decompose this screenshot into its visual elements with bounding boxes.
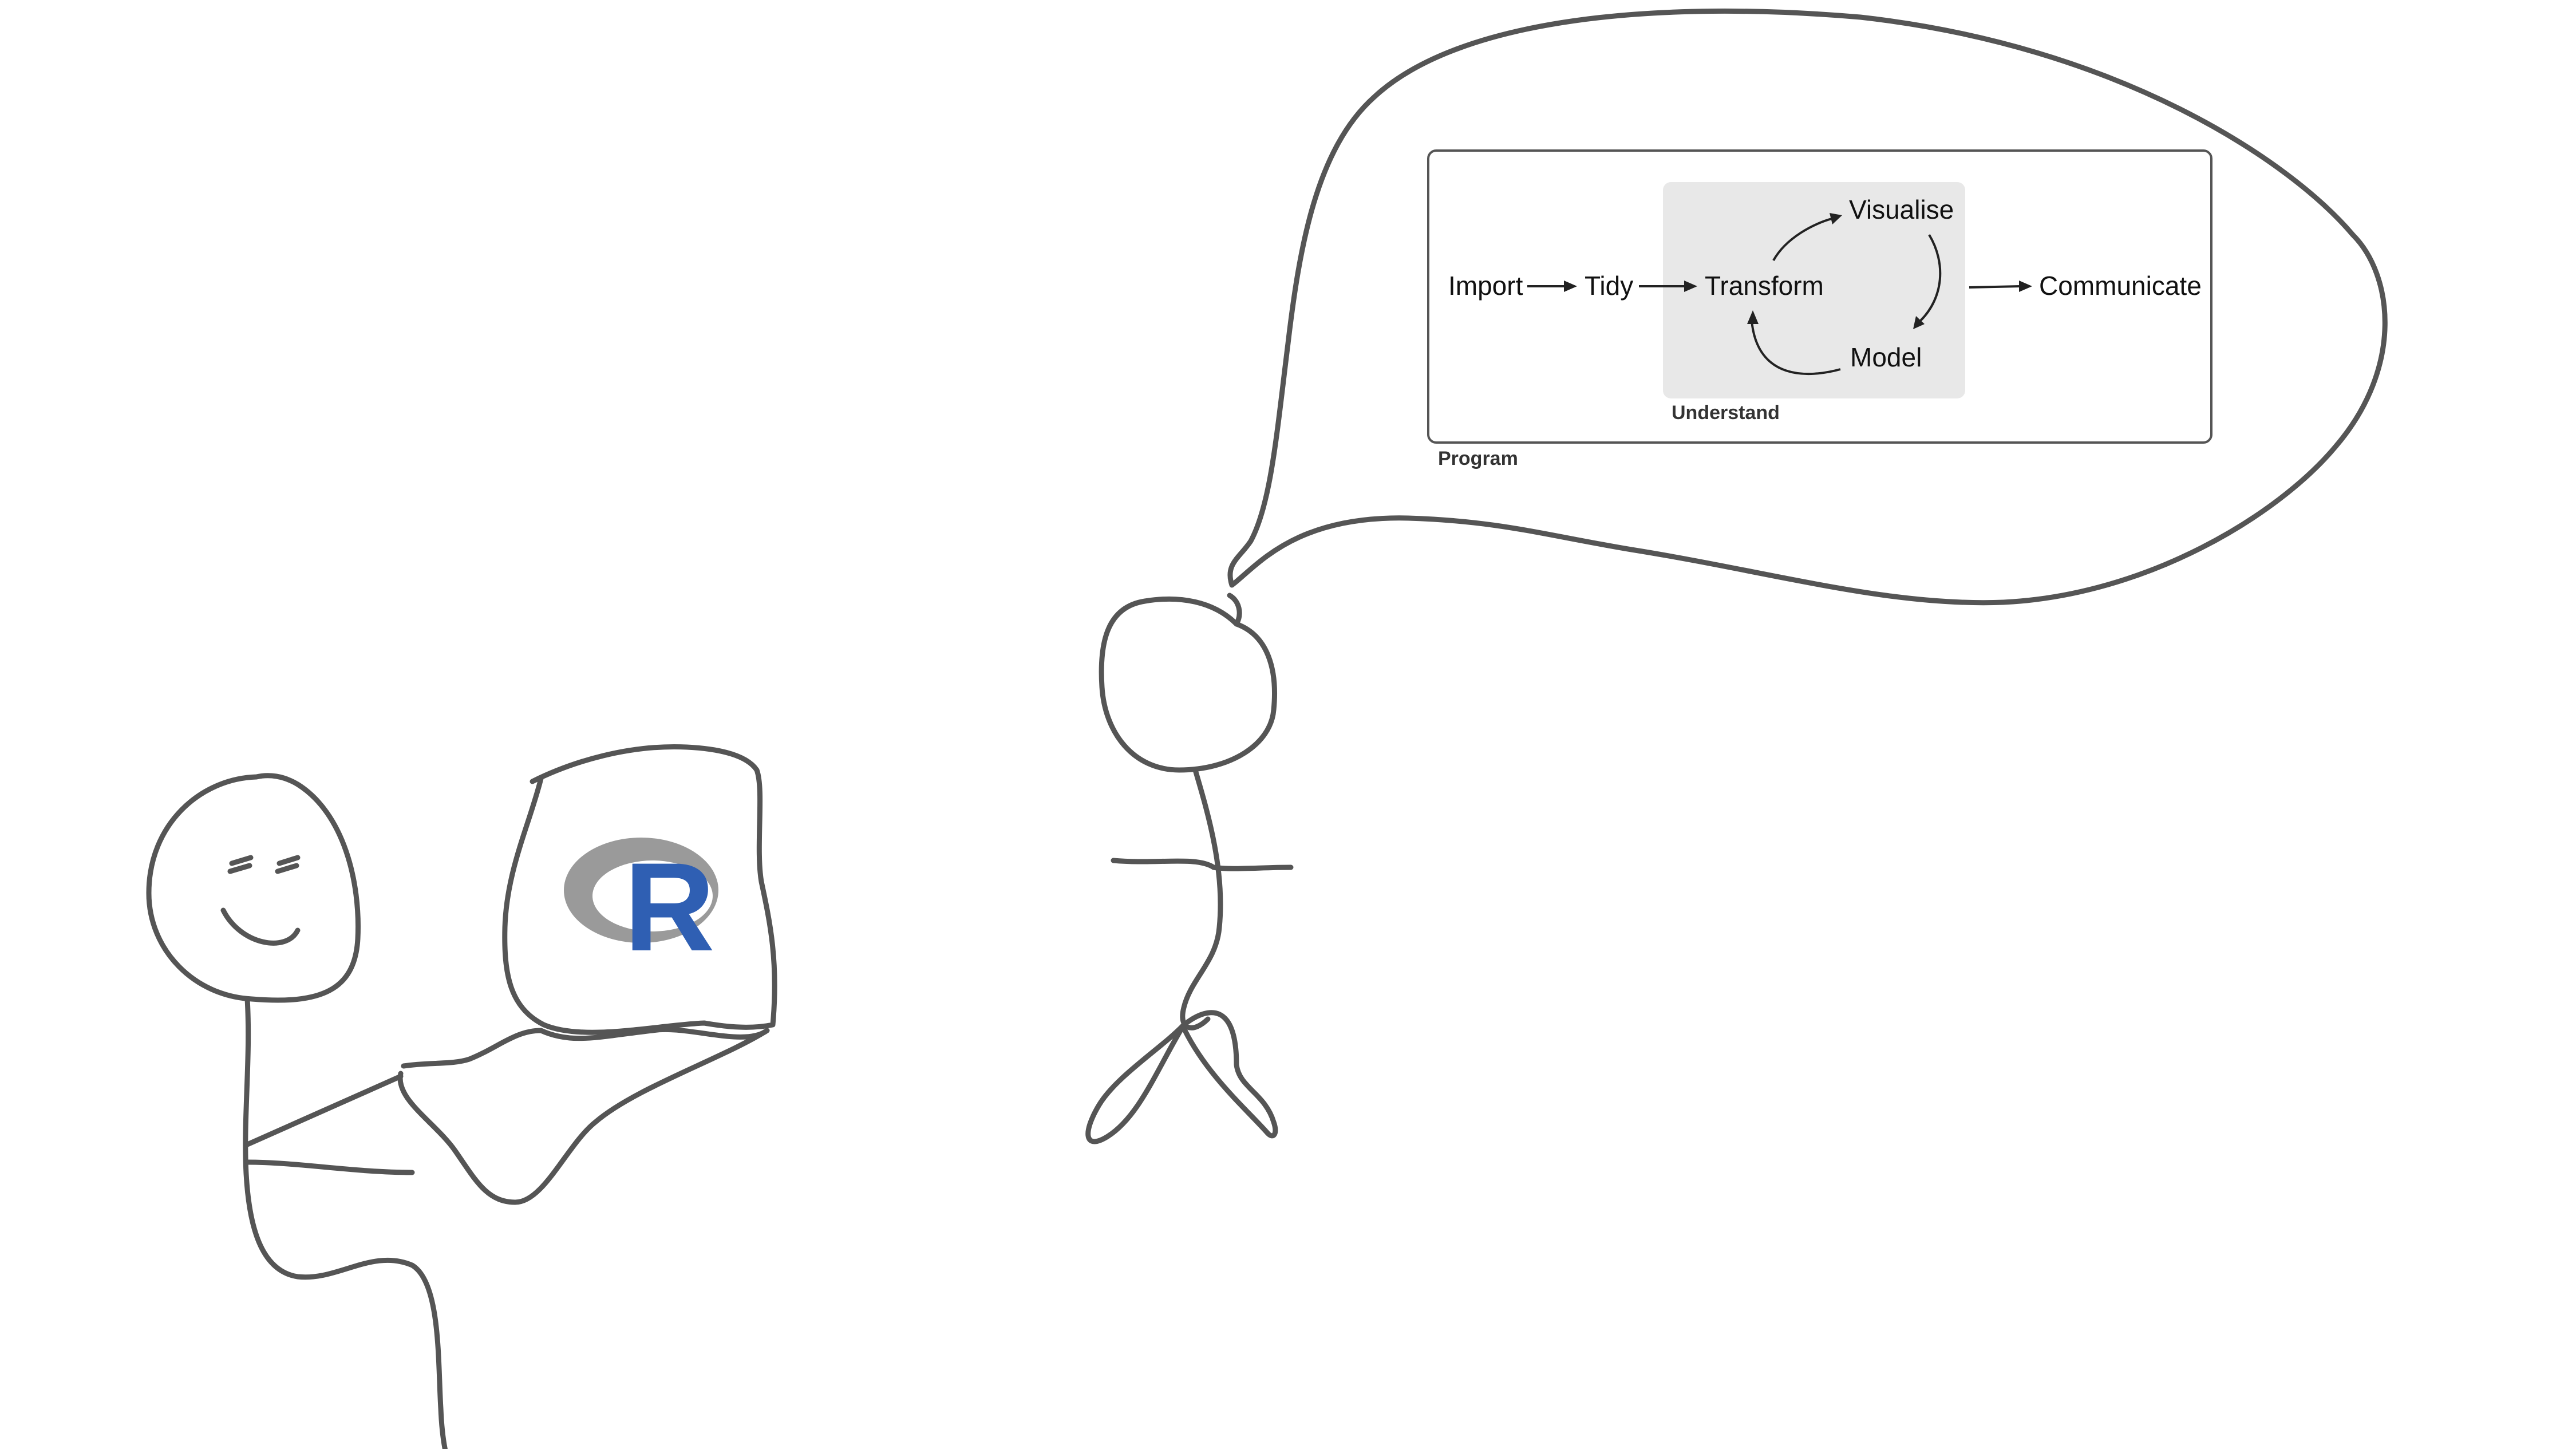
r-logo-ring-hole xyxy=(592,860,713,931)
step-visualise: Visualise xyxy=(1849,195,1954,224)
r-logo-card: R xyxy=(502,744,777,1035)
arrow-model-transform xyxy=(1747,310,1841,376)
step-import: Import xyxy=(1448,271,1523,301)
right-figure-leg-right xyxy=(1182,1010,1278,1139)
workflow-diagram: Program Understand Import Tidy Transform… xyxy=(1427,149,2212,469)
left-figure-hands xyxy=(397,1026,770,1205)
left-figure-eye-right xyxy=(275,855,301,874)
arrow-tidy-transform xyxy=(1639,281,1697,292)
r-logo: R xyxy=(564,836,718,977)
right-figure-head xyxy=(1099,596,1277,773)
right-figure-arms xyxy=(1111,858,1294,871)
r-logo-card-outline xyxy=(502,744,777,1035)
understand-box xyxy=(1663,182,1965,398)
program-label: Program xyxy=(1438,448,1518,469)
arrow-visualise-model xyxy=(1913,234,1942,329)
step-tidy: Tidy xyxy=(1585,271,1633,301)
stick-figure-left xyxy=(146,773,770,1449)
right-figure-body xyxy=(1180,767,1223,1031)
left-figure-arm-upper xyxy=(243,1073,404,1148)
left-figure-body xyxy=(243,996,448,1449)
right-figure-hair xyxy=(1227,593,1242,627)
step-communicate: Communicate xyxy=(2039,271,2202,301)
right-figure-leg-left xyxy=(1085,1022,1187,1144)
understand-label: Understand xyxy=(1672,402,1780,424)
thought-bubble xyxy=(1227,8,2388,606)
step-model: Model xyxy=(1850,342,1922,372)
arrow-import-tidy xyxy=(1527,281,1577,292)
left-figure-arm-lower xyxy=(244,1159,415,1175)
left-figure-smile xyxy=(220,907,301,946)
left-figure-head xyxy=(146,773,361,1003)
arrow-transform-visualise xyxy=(1772,213,1842,261)
stick-figure-right xyxy=(1085,593,1294,1144)
left-figure-eye-left xyxy=(227,855,254,874)
r-logo-letter: R xyxy=(624,836,715,977)
arrow-understand-communicate xyxy=(1969,281,2032,292)
step-transform: Transform xyxy=(1705,271,1824,301)
